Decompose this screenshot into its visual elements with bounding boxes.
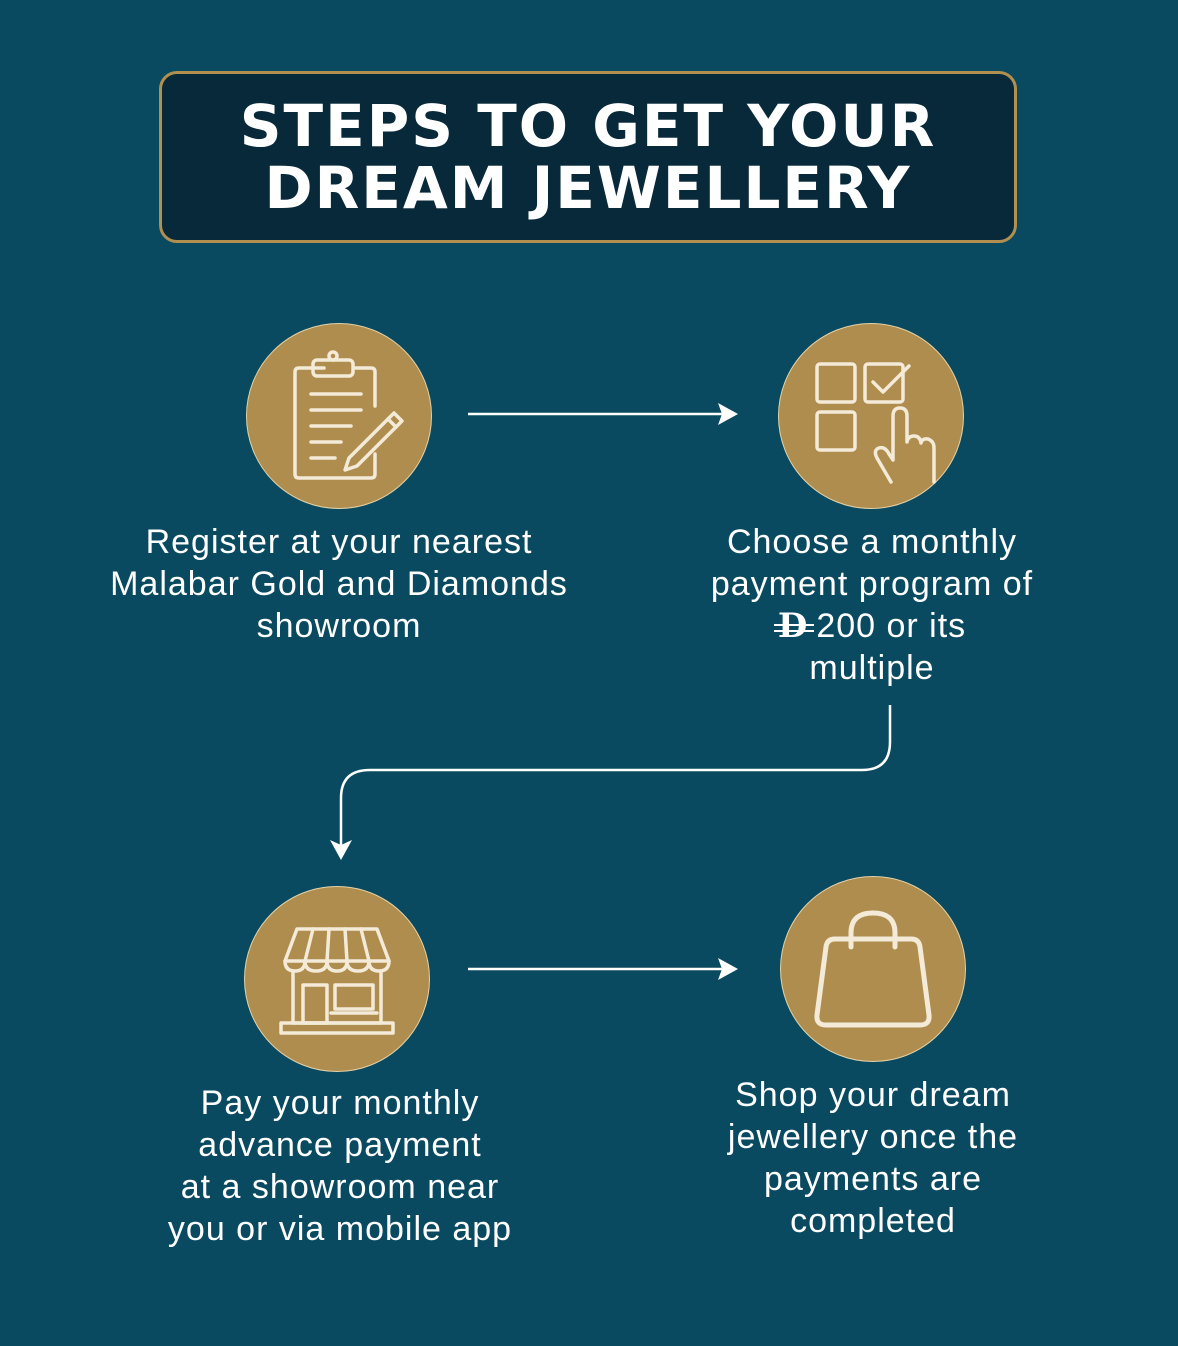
step-3-circle [244,886,430,1072]
step-4-line: jewellery once the [727,1118,1019,1156]
arrowhead-icon [718,403,738,425]
step-1-text: Register at your nearest Malabar Gold an… [60,521,618,647]
arrowhead-icon [718,958,738,980]
step-2-circle [778,323,964,509]
title-line-2: DREAM JEWELLERY [264,154,912,222]
step-4-circle [780,876,966,1062]
arrow-step2-to-step3 [339,705,892,852]
step-3-line: Pay your monthly [200,1084,480,1122]
dirham-currency-icon: D [773,606,815,646]
step-2-line: 200 or its [816,607,967,645]
step-2-line: multiple [809,649,935,687]
step-4-text: Shop your dream jewellery once the payme… [660,1074,1086,1242]
title-line-1: STEPS TO GET YOUR [239,92,937,160]
arrowhead-icon [330,840,352,860]
step-3-text: Pay your monthly advance payment at a sh… [110,1082,570,1250]
title-banner: STEPS TO GET YOUR DREAM JEWELLERY [159,71,1017,243]
step-3-line: you or via mobile app [167,1210,513,1248]
checkbox-select-hand-icon [815,362,936,484]
step-4-line: completed [790,1202,956,1240]
step-1-line: Malabar Gold and Diamonds [110,565,568,603]
shopping-bag-icon [814,910,932,1028]
step-1-line: showroom [256,607,422,645]
step-1-circle [246,323,432,509]
step-4-line: Shop your dream [735,1076,1011,1114]
step-1-line: Register at your nearest [145,523,533,561]
step-4-line: payments are [764,1160,982,1198]
clipboard-pencil-icon [293,350,404,480]
storefront-icon [279,927,395,1035]
step-2-line: Choose a monthly [726,523,1018,561]
step-3-line: at a showroom near [180,1168,500,1206]
step-3-line: advance payment [198,1126,482,1164]
step-2-line: payment program of [710,565,1034,603]
